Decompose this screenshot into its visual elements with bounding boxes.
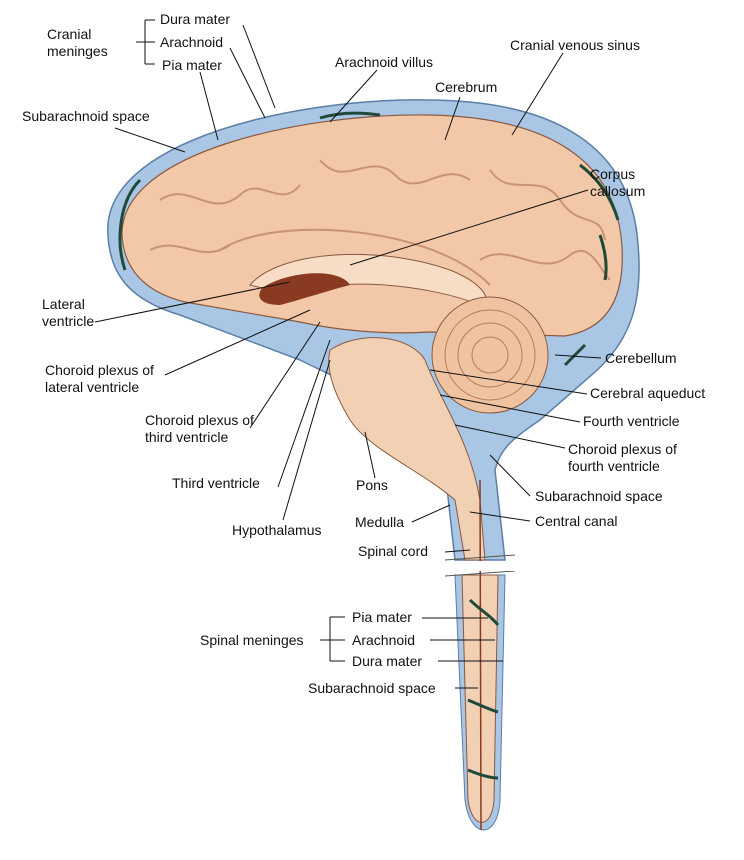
label-pia-mater: Pia mater	[162, 57, 222, 73]
label-subarachnoid-space-right: Subarachnoid space	[535, 488, 663, 504]
label-subarachnoid-space: Subarachnoid space	[22, 108, 150, 124]
label-third-ventricle: Third ventricle	[172, 475, 260, 491]
label-text: Lateral	[42, 296, 85, 312]
label-arachnoid-spinal: Arachnoid	[352, 632, 416, 648]
label-subarachnoid-space-spinal: Subarachnoid space	[308, 680, 436, 696]
label-central-canal: Central canal	[535, 513, 618, 529]
label-text: lateral ventricle	[45, 379, 140, 395]
label-cerebellum: Cerebellum	[605, 350, 677, 366]
label-text: fourth ventricle	[568, 458, 660, 474]
label-hypothalamus: Hypothalamus	[232, 522, 322, 538]
label-pia-mater-spinal: Pia mater	[352, 609, 412, 625]
gyri-lines	[149, 159, 611, 286]
label-dura-mater-spinal: Dura mater	[352, 653, 423, 669]
label-fourth-ventricle: Fourth ventricle	[583, 413, 680, 429]
label-pons: Pons	[356, 477, 388, 493]
label-cerebrum: Cerebrum	[435, 79, 498, 95]
lateral-ventricle-shape	[259, 273, 350, 305]
cerebrum-shape	[121, 114, 623, 337]
label-cranial-venous-sinus: Cranial venous sinus	[510, 37, 640, 53]
label-text: meninges	[47, 43, 108, 59]
label-spinal-cord: Spinal cord	[358, 543, 429, 559]
cut-gap	[445, 561, 515, 571]
cerebellum-shape	[431, 296, 549, 414]
label-text: ventricle	[42, 313, 95, 329]
label-text: Cranial	[47, 26, 92, 42]
cerebellum-folia	[444, 309, 536, 401]
label-spinal-meninges: Spinal meninges	[200, 632, 304, 648]
label-arachnoid: Arachnoid	[160, 34, 224, 50]
corpus-callosum-shape	[249, 253, 487, 306]
label-text: Choroid plexus of	[45, 362, 154, 378]
label-text: Corpus	[590, 166, 636, 182]
csf-flow-arrows	[118, 111, 620, 780]
label-arachnoid-villus: Arachnoid villus	[335, 54, 434, 70]
label-text: callosum	[590, 183, 646, 199]
central-canal-line	[479, 479, 482, 831]
label-medulla: Medulla	[355, 514, 405, 530]
leader-lines	[94, 19, 602, 689]
label-text: Choroid plexus of	[568, 441, 677, 457]
cut-marks	[444, 554, 516, 577]
label-dura-mater: Dura mater	[160, 11, 231, 27]
label-cerebral-aqueduct: Cerebral aqueduct	[590, 385, 706, 401]
label-text: Choroid plexus of	[145, 412, 254, 428]
label-text: third ventricle	[145, 429, 229, 445]
